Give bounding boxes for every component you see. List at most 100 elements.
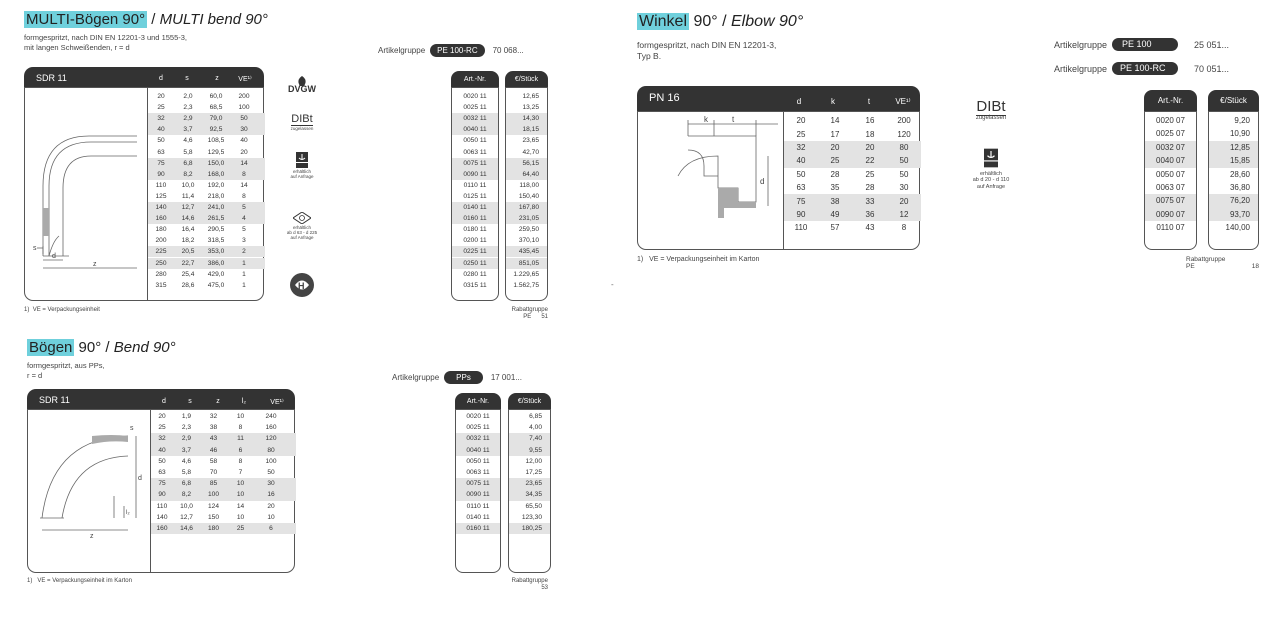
- price-value: 34,35: [509, 489, 550, 501]
- table-cell: 6: [238, 446, 243, 454]
- table-cell: 150,0: [207, 159, 225, 167]
- table-cell: 240: [265, 413, 277, 421]
- title-sep: /: [101, 339, 114, 356]
- article-number: 0160 11: [456, 523, 500, 535]
- column-header: z: [216, 398, 220, 405]
- table-cell: 32: [796, 142, 806, 152]
- table-cell: 8,2: [183, 170, 193, 178]
- article-number: 0200 11: [463, 237, 487, 245]
- table-cell: 63: [158, 469, 166, 477]
- dim-l: l₂: [126, 510, 130, 516]
- price-value: 65,50: [525, 502, 542, 510]
- price-value: 4,00: [529, 424, 542, 432]
- article-group-number: 17 001...: [490, 373, 522, 382]
- kiwa-logo: erhältlich ab d 63 - d 225 auf Anfrage: [276, 211, 328, 240]
- price-value: 42,70: [522, 148, 539, 156]
- article-number: 0032 07: [1145, 140, 1196, 155]
- table-cell: 43: [865, 223, 875, 233]
- discount-number: 18: [1251, 263, 1259, 270]
- title-sep: /: [717, 13, 731, 30]
- dim-d: d: [760, 177, 764, 186]
- price-value: 167,80: [506, 202, 547, 214]
- article-number: 0040 07: [1145, 154, 1196, 168]
- table-cell: 85: [209, 480, 218, 488]
- dvgw-logo: DVGW: [282, 76, 322, 94]
- table-cell: 40: [158, 446, 166, 454]
- table-cell: 8,2: [181, 491, 192, 499]
- column-header: d: [162, 398, 166, 405]
- title-de: Bögen: [27, 339, 75, 356]
- price-value: 17,25: [525, 469, 542, 476]
- cert-text: auf Anfrage: [976, 183, 1006, 190]
- price-value: 10,90: [1229, 129, 1250, 139]
- dim-s: s: [33, 245, 37, 252]
- table-cell: 25: [157, 104, 165, 112]
- table-cell: 32: [157, 115, 165, 123]
- table-cell: 11: [237, 435, 244, 443]
- table-header-bar: PN 16 d k t VE¹⁾: [637, 86, 920, 111]
- table-cell: 20: [157, 93, 165, 101]
- table-cell: 60,0: [209, 93, 223, 101]
- discount-label: Rabattgruppe: [1186, 256, 1226, 263]
- table-header-label: SDR 11: [39, 395, 70, 405]
- svg-text:H: H: [298, 281, 305, 291]
- article-number: 0025 11: [463, 104, 487, 112]
- table-cell: 40: [240, 137, 248, 145]
- article-number: 0020 07: [1156, 116, 1185, 125]
- cert-text: auf Anfrage: [290, 174, 314, 179]
- table-header-bar: SDR 11 d s z l₂ VE¹⁾: [27, 389, 295, 409]
- title-sep: /: [147, 11, 160, 28]
- table-cell: 125: [155, 192, 167, 200]
- article-number: 0032 11: [456, 433, 500, 445]
- bend-drawing: s d z l₂: [40, 425, 142, 540]
- price-value: 12,65: [522, 93, 539, 100]
- table-cell: 2,9: [181, 435, 192, 443]
- footnote-number: 1): [27, 578, 33, 584]
- price-value: 370,10: [518, 237, 539, 245]
- table-cell: 10: [236, 513, 245, 521]
- table-cell: 3,7: [183, 126, 193, 134]
- dim-z: z: [90, 533, 94, 540]
- table-cell: 63: [796, 183, 806, 193]
- article-group-label: Artikelgruppe: [1054, 39, 1108, 50]
- table-cell: 50: [796, 169, 806, 179]
- table-cell: 386,0: [207, 259, 225, 267]
- table-cell: 475,0: [207, 281, 225, 289]
- table-cell: 20: [158, 413, 166, 421]
- table-cell: 14: [236, 502, 245, 510]
- stray-mark: -: [611, 280, 614, 289]
- section-subtitle: formgespritzt, aus PPs, r = d: [27, 361, 105, 381]
- table-cell: 12: [899, 209, 909, 219]
- title-de: Winkel: [637, 13, 690, 30]
- table-cell: 25: [796, 129, 806, 139]
- table-cell: 20,5: [181, 248, 195, 256]
- title-rest: 90°: [689, 13, 718, 30]
- article-number: 0063 11: [463, 148, 487, 156]
- price-value: 76,20: [1209, 194, 1258, 208]
- price-value: 28,60: [1229, 169, 1250, 179]
- article-number: 0032 11: [452, 113, 498, 125]
- footnote-text: VE = Verpackungseinheit im Karton: [37, 578, 132, 584]
- dim-d: d: [138, 475, 142, 482]
- article-group-label: Artikelgruppe: [378, 46, 426, 55]
- article-number-header: Art.-Nr.: [1144, 90, 1197, 111]
- price-value: 231,05: [506, 213, 547, 225]
- table-cell: 28: [830, 169, 840, 179]
- table-cell: 3,7: [181, 446, 192, 454]
